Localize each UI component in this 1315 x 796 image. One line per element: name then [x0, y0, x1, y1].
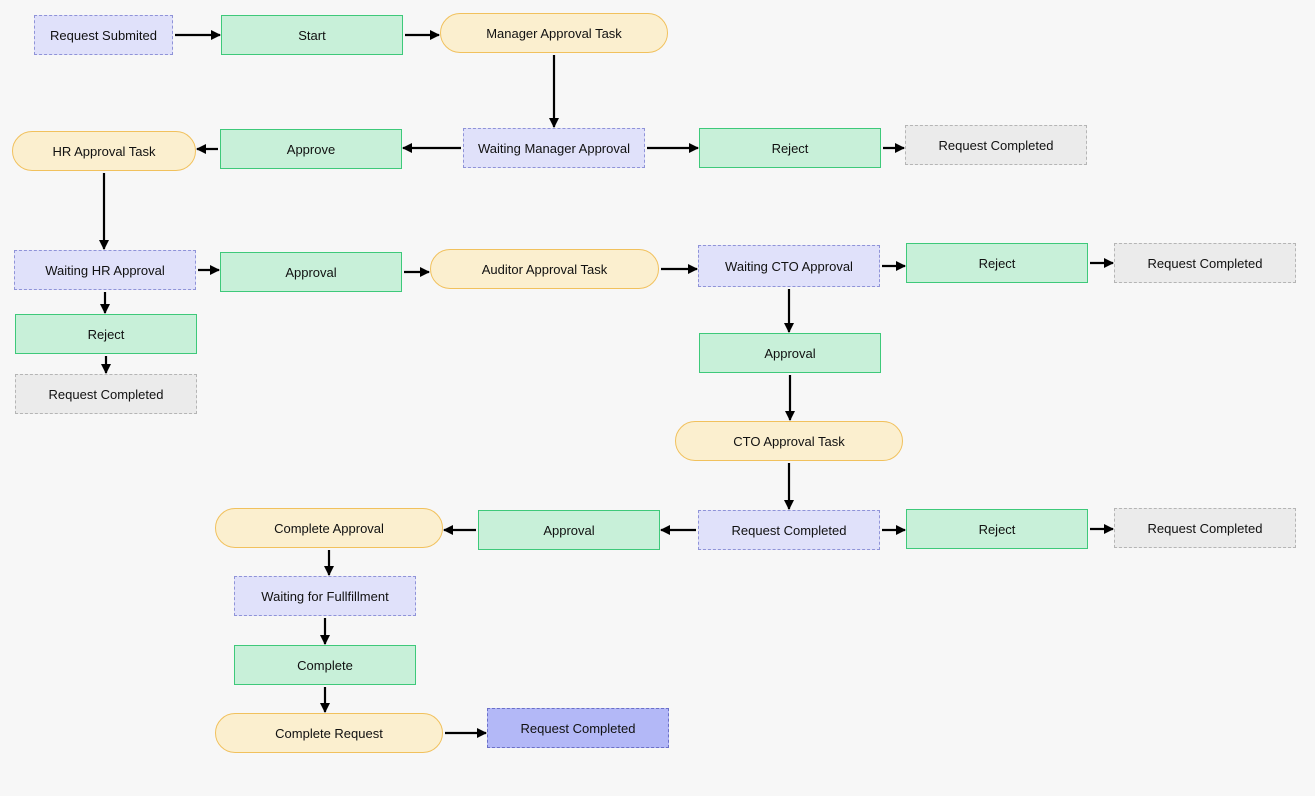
node-approve: Approve — [220, 129, 402, 169]
node-manager-approval-task: Manager Approval Task — [440, 13, 668, 53]
node-approval: Approval — [699, 333, 881, 373]
node-complete-request: Complete Request — [215, 713, 443, 753]
node-complete: Complete — [234, 645, 416, 685]
node-reject: Reject — [15, 314, 197, 354]
node-request-completed: Request Completed — [15, 374, 197, 414]
node-hr-approval-task: HR Approval Task — [12, 131, 196, 171]
node-waiting-hr-approval: Waiting HR Approval — [14, 250, 196, 290]
node-request-completed: Request Completed — [1114, 508, 1296, 548]
node-cto-approval-task: CTO Approval Task — [675, 421, 903, 461]
node-complete-approval: Complete Approval — [215, 508, 443, 548]
node-start: Start — [221, 15, 403, 55]
node-request-completed: Request Completed — [1114, 243, 1296, 283]
node-waiting-for-fullfillment: Waiting for Fullfillment — [234, 576, 416, 616]
node-reject: Reject — [906, 509, 1088, 549]
node-approval: Approval — [220, 252, 402, 292]
node-auditor-approval-task: Auditor Approval Task — [430, 249, 659, 289]
node-request-completed: Request Completed — [905, 125, 1087, 165]
node-request-submited: Request Submited — [34, 15, 173, 55]
node-waiting-manager-approval: Waiting Manager Approval — [463, 128, 645, 168]
node-request-completed: Request Completed — [698, 510, 880, 550]
node-reject: Reject — [906, 243, 1088, 283]
node-request-completed: Request Completed — [487, 708, 669, 748]
node-waiting-cto-approval: Waiting CTO Approval — [698, 245, 880, 287]
node-reject: Reject — [699, 128, 881, 168]
node-approval: Approval — [478, 510, 660, 550]
